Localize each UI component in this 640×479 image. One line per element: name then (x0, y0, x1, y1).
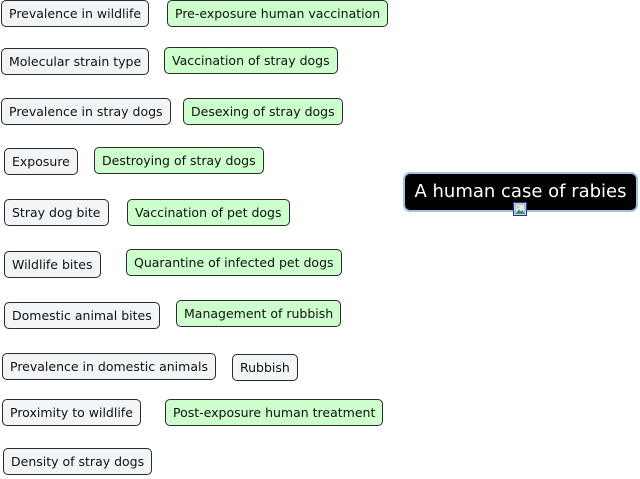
node-desexing-of-stray-dogs[interactable]: Desexing of stray dogs (183, 98, 343, 125)
node-prevalence-in-domestic-animals[interactable]: Prevalence in domestic animals (2, 353, 216, 380)
node-stray-dog-bite[interactable]: Stray dog bite (4, 199, 109, 226)
node-destroying-of-stray-dogs[interactable]: Destroying of stray dogs (94, 147, 264, 174)
node-prevalence-in-wildlife[interactable]: Prevalence in wildlife (1, 0, 150, 27)
node-quarantine-of-infected-pet-dogs[interactable]: Quarantine of infected pet dogs (126, 249, 342, 276)
node-pre-exposure-human-vaccination[interactable]: Pre-exposure human vaccination (167, 0, 389, 27)
node-wildlife-bites[interactable]: Wildlife bites (4, 251, 101, 278)
node-vaccination-of-stray-dogs[interactable]: Vaccination of stray dogs (164, 47, 338, 74)
image-icon[interactable] (513, 202, 527, 216)
node-exposure[interactable]: Exposure (4, 148, 78, 175)
node-prevalence-in-stray-dogs[interactable]: Prevalence in stray dogs (1, 98, 171, 125)
node-management-of-rubbish[interactable]: Management of rubbish (176, 300, 342, 327)
node-proximity-to-wildlife[interactable]: Proximity to wildlife (2, 399, 141, 426)
node-density-of-stray-dogs[interactable]: Density of stray dogs (3, 448, 153, 475)
node-molecular-strain-type[interactable]: Molecular strain type (1, 48, 150, 75)
node-domestic-animal-bites[interactable]: Domestic animal bites (4, 302, 160, 329)
node-rubbish[interactable]: Rubbish (232, 354, 298, 381)
node-vaccination-of-pet-dogs[interactable]: Vaccination of pet dogs (127, 199, 290, 226)
node-post-exposure-human-treatment[interactable]: Post-exposure human treatment (165, 399, 384, 426)
